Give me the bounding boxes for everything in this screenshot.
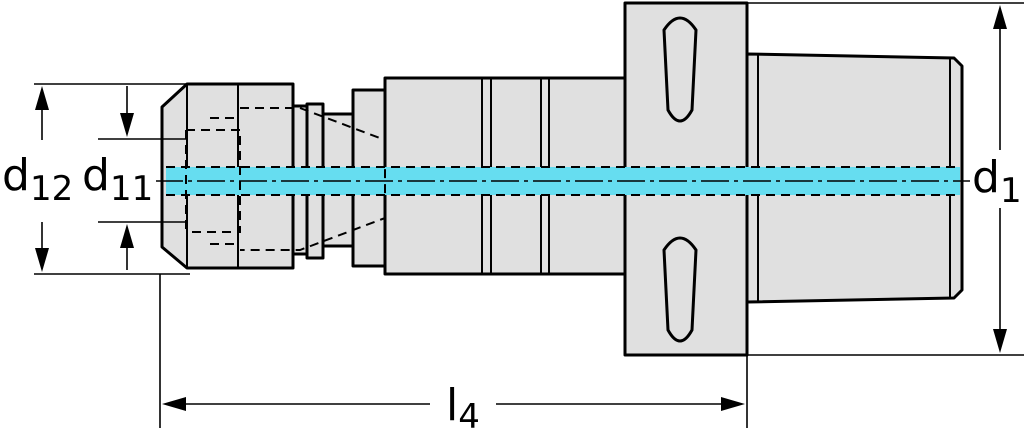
label-l4: l4 [446,380,480,437]
dimension-d1 [747,2,1024,356]
dimension-d12 [34,83,190,275]
drive-slot-lower [662,236,698,343]
drive-slot-upper [662,16,698,123]
hidden-collet-contour [185,107,386,251]
dimension-d11 [98,86,186,270]
label-d12: d12 [2,150,73,209]
label-d1: d1 [972,152,1022,211]
label-d11: d11 [82,150,153,209]
dimension-l4 [159,274,748,428]
